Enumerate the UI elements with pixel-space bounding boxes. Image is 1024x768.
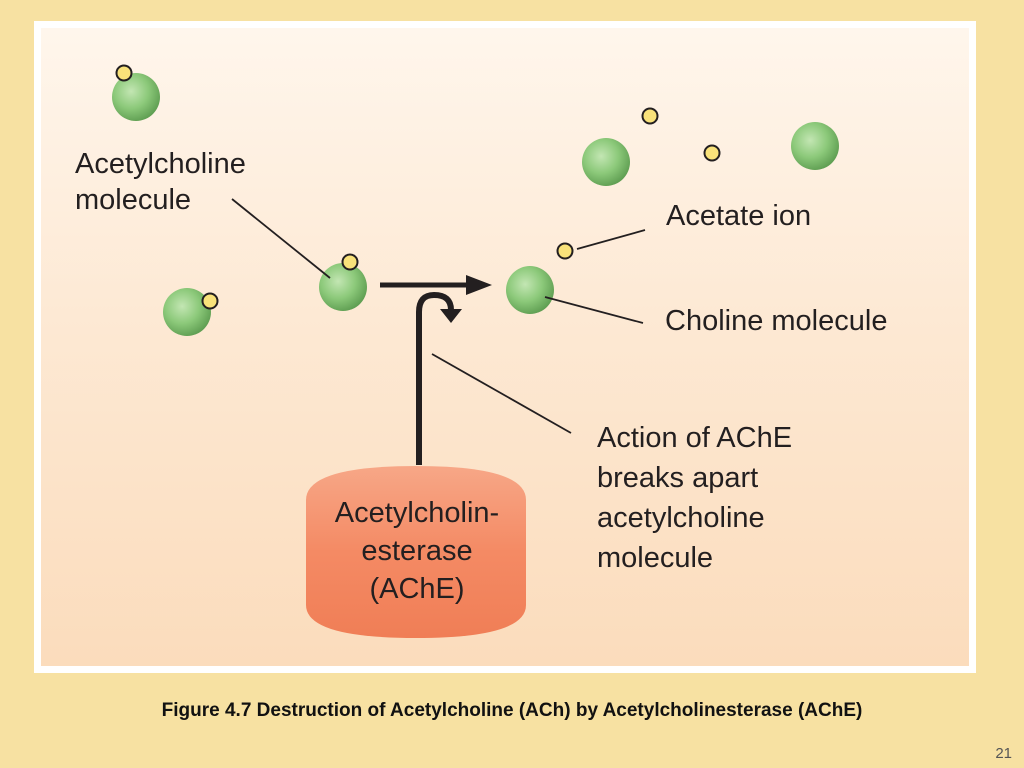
choline-molecule-label: Choline molecule: [665, 305, 888, 337]
leader-line-choline: [544, 296, 644, 324]
slide-number: 21: [995, 745, 1012, 762]
figure-caption: Figure 4.7 Destruction of Acetylcholine …: [161, 700, 863, 721]
acetate-ion-free-2: [703, 144, 721, 162]
leader-line-acetate: [576, 229, 646, 250]
ach-molecule-bottom-left: [163, 288, 219, 336]
leader-line-acetylcholine: [231, 198, 331, 279]
choline-molecule-free-1: [582, 138, 630, 186]
acetate-ion-label: Acetate ion: [666, 200, 812, 232]
reaction-arrow: [380, 275, 492, 295]
ach-molecule-top-left: [112, 64, 160, 121]
choline-molecule-product: [506, 266, 554, 314]
choline-molecule-free-2: [791, 122, 839, 170]
enzyme-action-arrow: [416, 291, 462, 465]
enzyme-label: Acetylcholin- esterase (AChE): [334, 497, 500, 605]
acetate-ion-product: [556, 242, 574, 260]
acetylcholine-molecule-label: Acetylcholine molecule: [75, 148, 246, 216]
leader-line-action: [431, 353, 572, 434]
acetate-ion-free-1: [641, 107, 659, 125]
enzyme-block: [306, 466, 526, 638]
ach-molecule-center: [319, 253, 367, 311]
action-of-ache-label: Action of AChE breaks apart acetylcholin…: [597, 422, 793, 574]
